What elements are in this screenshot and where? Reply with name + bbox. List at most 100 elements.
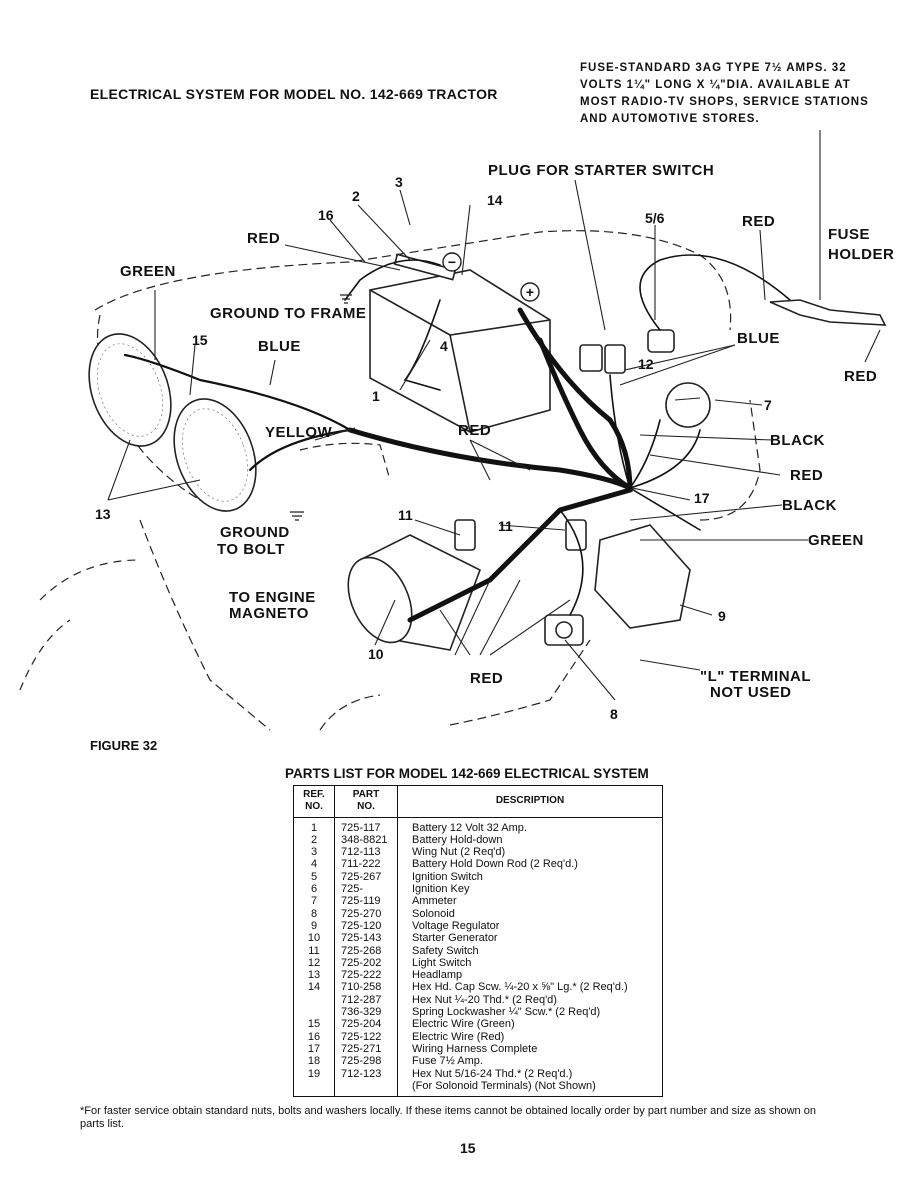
part-number-cell: 725-204 xyxy=(334,1018,398,1031)
description-cell: Safety Switch xyxy=(397,944,663,957)
ref-cell xyxy=(293,1006,335,1019)
label-red: RED xyxy=(844,368,878,385)
header-description: DESCRIPTION xyxy=(397,785,663,818)
part-number-cell: 736-329 xyxy=(334,1006,398,1019)
label-ground-to-bolt: GROUND xyxy=(220,524,290,541)
label-red: RED xyxy=(742,213,776,230)
label-green: GREEN xyxy=(808,532,864,549)
battery-plus-terminal xyxy=(520,282,540,302)
label-plug-starter-switch: PLUG FOR STARTER SWITCH xyxy=(488,162,715,179)
battery-plus-symbol: + xyxy=(526,284,534,300)
description-cell: Wiring Harness Complete xyxy=(397,1042,663,1056)
ref-cell: 13 xyxy=(293,969,335,982)
description-cell: Electric Wire (Red) xyxy=(397,1030,663,1043)
part-number-cell: 710-258 xyxy=(334,981,398,994)
page-number: 15 xyxy=(460,1140,476,1156)
label-black: BLACK xyxy=(770,432,825,449)
fuse-note-line: FUSE-STANDARD 3AG TYPE 7½ AMPS. 32 xyxy=(580,62,847,74)
fuse-holder xyxy=(769,299,887,326)
description-cell: (For Solonoid Terminals) (Not Shown) xyxy=(397,1079,663,1098)
tractor-frame-outline xyxy=(139,519,271,731)
part-number-cell xyxy=(334,1079,398,1098)
header-ref: REF.NO. xyxy=(293,785,335,818)
starter-plug xyxy=(579,344,603,372)
callout-7: 7 xyxy=(764,397,772,413)
fuse-note-line: AND AUTOMOTIVE STORES. xyxy=(580,113,760,125)
ref-cell: 6 xyxy=(293,883,335,896)
part-number-cell: 725-120 xyxy=(334,919,398,933)
ref-cell: 1 xyxy=(293,817,335,834)
callout-16: 16 xyxy=(318,207,334,223)
part-number-cell: 725-119 xyxy=(334,895,398,908)
label-red: RED xyxy=(790,467,824,484)
ref-cell: 7 xyxy=(293,895,335,908)
ref-cell: 16 xyxy=(293,1030,335,1043)
ref-cell: 19 xyxy=(293,1067,335,1080)
ref-cell: 11 xyxy=(293,944,335,957)
ref-cell: 8 xyxy=(293,907,335,920)
label-fuse-holder: HOLDER xyxy=(828,246,895,263)
description-cell: Battery Hold-down xyxy=(397,833,663,847)
description-cell: Electric Wire (Green) xyxy=(397,1018,663,1031)
ref-cell: 5 xyxy=(293,870,335,884)
label-red: RED xyxy=(458,422,492,439)
part-number-cell: 725-143 xyxy=(334,932,398,945)
description-cell: Battery Hold Down Rod (2 Req'd.) xyxy=(397,858,663,871)
label-ground-to-bolt: TO BOLT xyxy=(217,541,285,558)
description-cell: Voltage Regulator xyxy=(397,919,663,933)
battery-minus-symbol: − xyxy=(448,254,456,270)
part-number-cell: 725- xyxy=(334,883,398,896)
callout-11: 11 xyxy=(498,518,513,534)
description-cell: Ignition Key xyxy=(397,883,663,896)
label-blue: BLUE xyxy=(258,338,301,355)
label-blue: BLUE xyxy=(737,330,780,347)
ref-cell: 12 xyxy=(293,956,335,970)
figure-label: FIGURE 32 xyxy=(90,738,158,753)
ignition-switch xyxy=(647,329,675,353)
fuse-note-line: MOST RADIO-TV SHOPS, SERVICE STATIONS xyxy=(580,96,869,108)
label-l-terminal: NOT USED xyxy=(710,684,792,701)
description-cell: Ignition Switch xyxy=(397,870,663,884)
ground-symbol xyxy=(340,294,352,304)
ref-cell: 18 xyxy=(293,1055,335,1068)
label-red: RED xyxy=(247,230,281,247)
description-cell: Light Switch xyxy=(397,956,663,970)
label-green: GREEN xyxy=(120,263,176,280)
ref-cell xyxy=(293,993,335,1007)
tractor-frame-outline xyxy=(319,694,381,731)
tractor-hood-outline xyxy=(94,230,732,331)
part-number-cell: 712-113 xyxy=(334,846,398,859)
tractor-frame-outline xyxy=(19,559,141,691)
callout-3: 3 xyxy=(395,174,403,190)
description-cell: Solonoid xyxy=(397,907,663,920)
part-number-cell: 725-122 xyxy=(334,1030,398,1043)
fuse-note: FUSE-STANDARD 3AG TYPE 7½ AMPS. 32 VOLTS… xyxy=(580,60,900,128)
description-cell: Wing Nut (2 Req'd) xyxy=(397,846,663,859)
callout-2: 2 xyxy=(352,188,360,204)
parts-list-title: PARTS LIST FOR MODEL 142-669 ELECTRICAL … xyxy=(285,766,649,781)
description-cell: Fuse 7½ Amp. xyxy=(397,1055,663,1068)
ref-cell: 14 xyxy=(293,981,335,994)
callout-10: 10 xyxy=(368,646,384,662)
tractor-frame-outline xyxy=(449,639,591,726)
callout-5-6: 5/6 xyxy=(645,210,665,226)
callout-13: 13 xyxy=(95,506,111,522)
callout-17: 17 xyxy=(694,490,710,506)
headlamp-left xyxy=(88,333,172,447)
part-number-cell: 725-222 xyxy=(334,969,398,982)
